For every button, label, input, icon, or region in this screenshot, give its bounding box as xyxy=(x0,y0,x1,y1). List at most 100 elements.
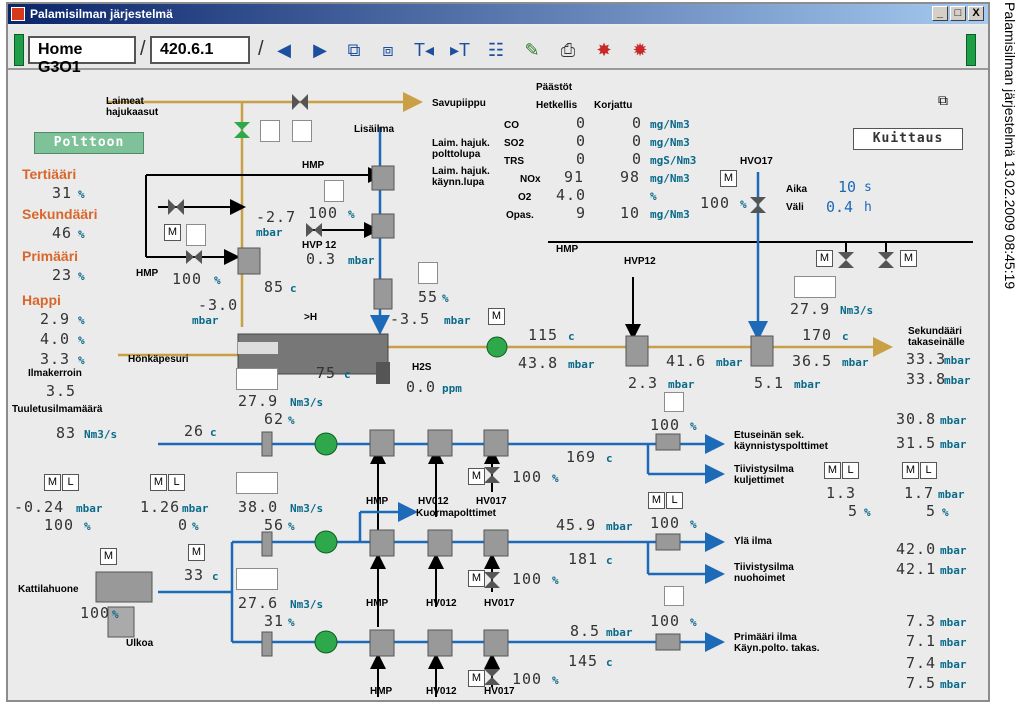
tools-icon[interactable]: ✎ xyxy=(524,40,540,60)
trend-left-icon[interactable]: T◂ xyxy=(413,40,435,60)
percent-unit: % xyxy=(288,616,295,629)
manual-mode-button[interactable]: M xyxy=(648,492,665,509)
yla-ilma-label: Ylä ilma xyxy=(734,536,772,547)
kuorma-label: Kuormapolttimet xyxy=(416,508,496,519)
manual-mode-button[interactable]: M xyxy=(468,468,485,485)
reading-value: 42.1 xyxy=(896,560,937,578)
pressure-unit: mbar xyxy=(716,356,743,369)
reading-unit: mbar xyxy=(944,354,971,367)
manual-mode-button[interactable]: M xyxy=(720,170,737,187)
primaari-value: 23 xyxy=(52,266,73,284)
flow-unit: Nm3/s xyxy=(290,598,324,611)
network-icon[interactable]: ⧉ xyxy=(938,92,948,108)
emission-unit: mg/Nm3 xyxy=(650,118,690,131)
aika-unit: s xyxy=(864,180,872,195)
savupiippu-label: Savupiippu xyxy=(432,98,486,109)
flow-value: 27.9 xyxy=(238,392,279,410)
status-box[interactable] xyxy=(236,472,278,494)
emission-value: 0 xyxy=(576,150,587,168)
alarm-ack-icon[interactable]: ✸ xyxy=(596,40,612,60)
ml-value: 5 xyxy=(926,502,937,520)
alarm-list-icon[interactable]: ✹ xyxy=(632,40,648,60)
local-mode-button[interactable]: L xyxy=(62,474,79,491)
local-mode-button[interactable]: L xyxy=(920,462,937,479)
reading-unit: mbar xyxy=(944,374,971,387)
status-box[interactable] xyxy=(292,120,312,142)
vali-value: 0.4 xyxy=(826,198,854,216)
percent-value: 55 xyxy=(418,288,439,306)
status-box[interactable] xyxy=(664,392,684,412)
status-box[interactable] xyxy=(664,586,684,606)
status-box[interactable] xyxy=(260,120,280,142)
happi-value-2: 4.0 xyxy=(40,330,71,348)
ml-unit: % xyxy=(864,506,871,519)
restore-button[interactable]: □ xyxy=(950,6,966,21)
hierarchy-down-icon[interactable]: ⧈ xyxy=(382,40,394,60)
local-mode-button[interactable]: L xyxy=(842,462,859,479)
local-mode-button[interactable]: L xyxy=(666,492,683,509)
emission-value: 0 xyxy=(576,114,587,132)
hv017-label: HV017 xyxy=(484,686,515,697)
minimize-button[interactable]: _ xyxy=(932,6,948,21)
local-mode-button[interactable]: L xyxy=(168,474,185,491)
hvp12-label: HVP 12 xyxy=(302,240,337,251)
status-box[interactable] xyxy=(236,368,278,390)
percent-value: 100 xyxy=(650,514,681,532)
tiivis-kulj-label: Tiivistysilma kuljettimet xyxy=(734,464,794,486)
polttoon-button[interactable]: Polttoon xyxy=(34,132,144,154)
reading-unit: mbar xyxy=(940,616,967,629)
manual-mode-button[interactable]: M xyxy=(100,548,117,565)
ml-value: 5 xyxy=(848,502,859,520)
tiivis-nuoh-label: Tiivistysilma nuohoimet xyxy=(734,562,794,584)
manual-mode-button[interactable]: M xyxy=(488,308,505,325)
percent-value: 100 xyxy=(80,604,111,622)
emission-value: 91 xyxy=(564,168,585,186)
hvo17-unit: % xyxy=(740,198,747,211)
kuittaus-button[interactable]: Kuittaus xyxy=(853,128,963,150)
pressure-value: 45.9 xyxy=(556,516,597,534)
ml-value: 1.26 xyxy=(140,498,181,516)
home-button[interactable]: Home G3O1 xyxy=(28,36,136,76)
left-status-bar xyxy=(14,34,24,66)
address-field[interactable]: 420.6.1 xyxy=(150,36,250,64)
aika-label: Aika xyxy=(786,184,808,195)
reading-value: 33.3 xyxy=(906,350,947,368)
ilmakerroin-value: 3.5 xyxy=(46,382,77,400)
status-box[interactable] xyxy=(236,568,278,590)
manual-mode-button[interactable]: M xyxy=(468,570,485,587)
temperature-value: 170 xyxy=(802,326,833,344)
status-box[interactable] xyxy=(418,262,438,284)
pressure-unit: mbar xyxy=(606,520,633,533)
manual-mode-button[interactable]: M xyxy=(468,670,485,687)
manual-mode-button[interactable]: M xyxy=(900,250,917,267)
forward-arrow-icon[interactable]: ▶ xyxy=(313,40,327,60)
manual-mode-button[interactable]: M xyxy=(816,250,833,267)
temperature-value: 181 xyxy=(568,550,599,568)
manual-mode-button[interactable]: M xyxy=(164,224,181,241)
status-box[interactable] xyxy=(794,276,836,298)
status-box[interactable] xyxy=(186,224,206,246)
ml-value: 1.3 xyxy=(826,484,857,502)
manual-mode-button[interactable]: M xyxy=(188,544,205,561)
process-diagram xyxy=(95,92,973,697)
emission-unit: mg/Nm3 xyxy=(650,136,690,149)
print-icon[interactable]: ⎙ xyxy=(560,40,576,60)
emission-name: Opas. xyxy=(506,210,534,221)
percent-value: 100 xyxy=(308,204,339,222)
manual-mode-button[interactable]: M xyxy=(150,474,167,491)
close-button[interactable]: X xyxy=(968,6,984,21)
manual-mode-button[interactable]: M xyxy=(902,462,919,479)
tertiaari-label: Tertiääri xyxy=(22,166,77,182)
hierarchy-up-icon[interactable]: ⧉ xyxy=(347,40,361,60)
hmp-label: HMP xyxy=(302,160,325,171)
tree-view-icon[interactable]: ☷ xyxy=(487,40,505,60)
emissions-col1: Hetkellis xyxy=(536,100,578,111)
percent-value: 100 xyxy=(650,612,681,630)
manual-mode-button[interactable]: M xyxy=(44,474,61,491)
manual-mode-button[interactable]: M xyxy=(824,462,841,479)
emission-unit: mg/Nm3 xyxy=(650,172,690,185)
reading-unit: mbar xyxy=(940,564,967,577)
trend-right-icon[interactable]: ▸T xyxy=(449,40,471,60)
status-box[interactable] xyxy=(324,180,344,202)
back-arrow-icon[interactable]: ◀ xyxy=(277,40,291,60)
